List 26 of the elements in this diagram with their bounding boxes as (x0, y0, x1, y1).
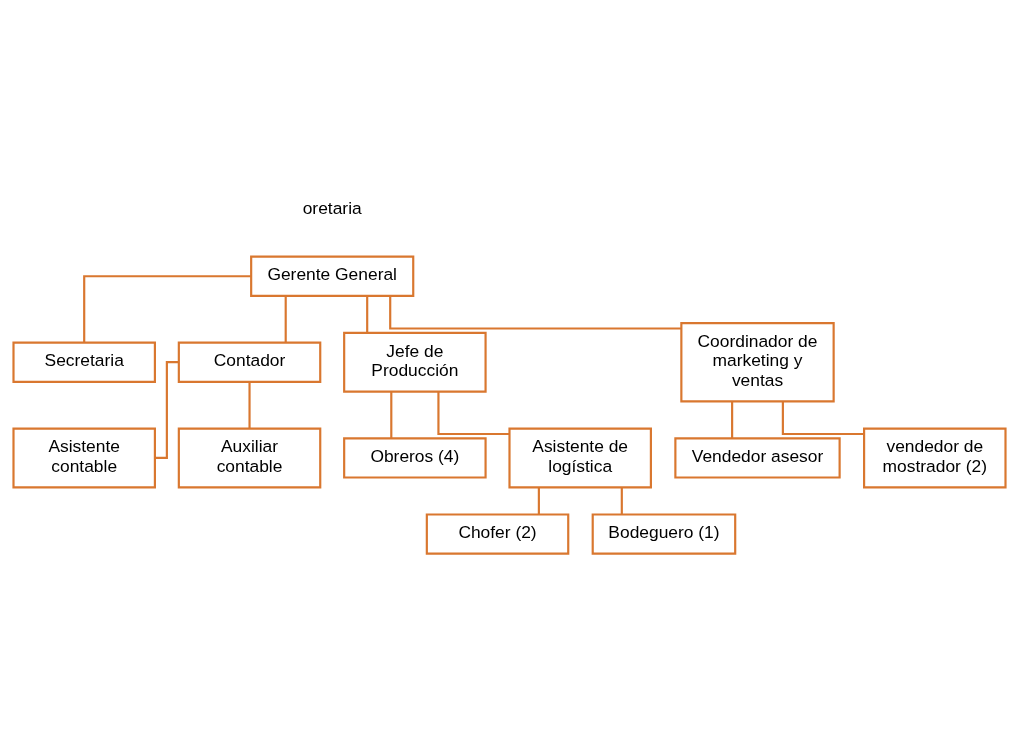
connector (437, 391, 510, 436)
label: oretaria (302, 198, 362, 219)
node-box: Obreros (4) (343, 437, 487, 479)
connector (83, 275, 251, 343)
node-box: Jefe de Producción (343, 331, 487, 393)
node-box: Vendedor asesor (674, 437, 841, 479)
connector (731, 401, 734, 439)
connector (537, 487, 540, 515)
connector (155, 361, 179, 459)
node-box: Gerente General (250, 255, 415, 297)
node-box: vendedor de mostrador (2) (863, 427, 1007, 489)
node-box: Bodeguero (1) (591, 513, 737, 555)
node-box: Asistente contable (12, 427, 156, 489)
node-box: Contador (177, 341, 322, 383)
node-box: Coordinador de marketing y ventas (680, 321, 835, 403)
node-box: Chofer (2) (425, 513, 570, 555)
node-box: Secretaria (12, 341, 156, 383)
connector (781, 401, 864, 436)
connector (248, 382, 251, 429)
connector (620, 487, 623, 515)
node-box: Auxiliar contable (177, 427, 322, 489)
connector (390, 391, 393, 439)
connector (389, 296, 681, 330)
node-box: Asistente de logística (508, 427, 652, 489)
connector (284, 296, 287, 343)
connector (366, 296, 369, 333)
